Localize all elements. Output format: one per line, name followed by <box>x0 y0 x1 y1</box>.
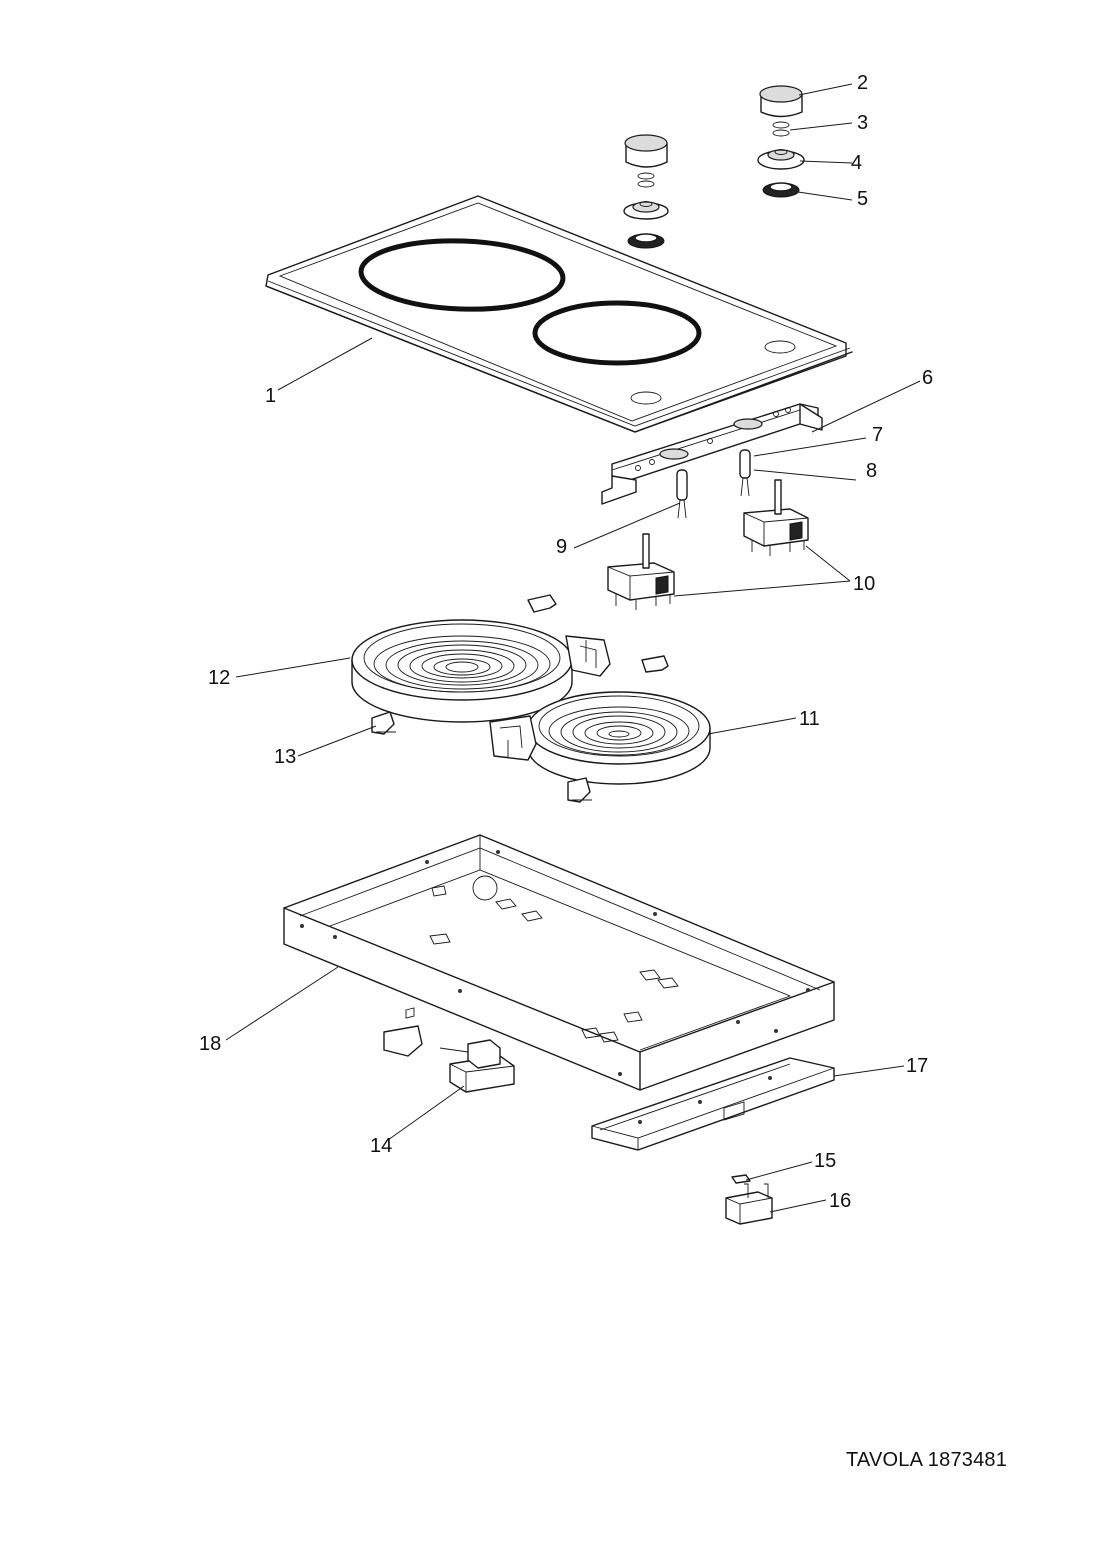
label-9: 9 <box>556 536 567 558</box>
label-7: 7 <box>872 424 883 446</box>
label-5: 5 <box>857 188 868 210</box>
part-labels: 1 2 3 4 5 6 7 8 9 10 11 12 13 14 15 16 1… <box>199 72 933 1212</box>
label-15: 15 <box>814 1150 836 1172</box>
leader-lines <box>225 83 921 1213</box>
label-1: 1 <box>265 385 276 407</box>
label-4: 4 <box>851 152 862 174</box>
part-6-control-bracket[interactable] <box>601 403 823 505</box>
label-3: 3 <box>857 112 868 134</box>
label-11: 11 <box>799 708 820 730</box>
part-14-terminal-block[interactable] <box>383 1007 515 1093</box>
part-9-indicator-lamp[interactable] <box>676 469 688 519</box>
part-1-glass-cooktop[interactable] <box>265 195 853 433</box>
knob-assembly-left[interactable] <box>623 134 669 249</box>
part-16-cable-clamp[interactable] <box>725 1183 773 1225</box>
part-15-clamp-screw[interactable] <box>731 1174 751 1184</box>
part-11-small-heating-element[interactable] <box>489 691 711 785</box>
label-6: 6 <box>922 367 933 389</box>
part-10-energy-regulator-left[interactable] <box>607 533 675 610</box>
part-10-energy-regulator-right[interactable] <box>743 479 809 556</box>
part-4-knob-bezel[interactable] <box>757 149 805 170</box>
label-16: 16 <box>829 1190 851 1212</box>
label-12: 12 <box>208 667 230 689</box>
part-17-cable-channel[interactable] <box>591 1057 835 1151</box>
part-2-control-knob[interactable] <box>759 85 803 118</box>
label-8: 8 <box>866 460 877 482</box>
label-17: 17 <box>906 1055 928 1077</box>
part-18-bottom-casing[interactable] <box>283 834 835 1091</box>
label-13: 13 <box>274 746 296 768</box>
part-13-fixing-clips[interactable] <box>371 594 669 803</box>
part-3-spring-ring[interactable] <box>772 121 790 137</box>
label-2: 2 <box>857 72 868 94</box>
label-18: 18 <box>199 1033 221 1055</box>
drawing-code: TAVOLA 1873481 <box>846 1449 1008 1471</box>
part-7-8-indicator-lamp[interactable] <box>739 449 751 497</box>
part-5-knob-gasket[interactable] <box>762 182 800 198</box>
label-10: 10 <box>853 573 875 595</box>
label-14: 14 <box>370 1135 392 1157</box>
part-12-large-heating-element[interactable] <box>351 619 611 723</box>
